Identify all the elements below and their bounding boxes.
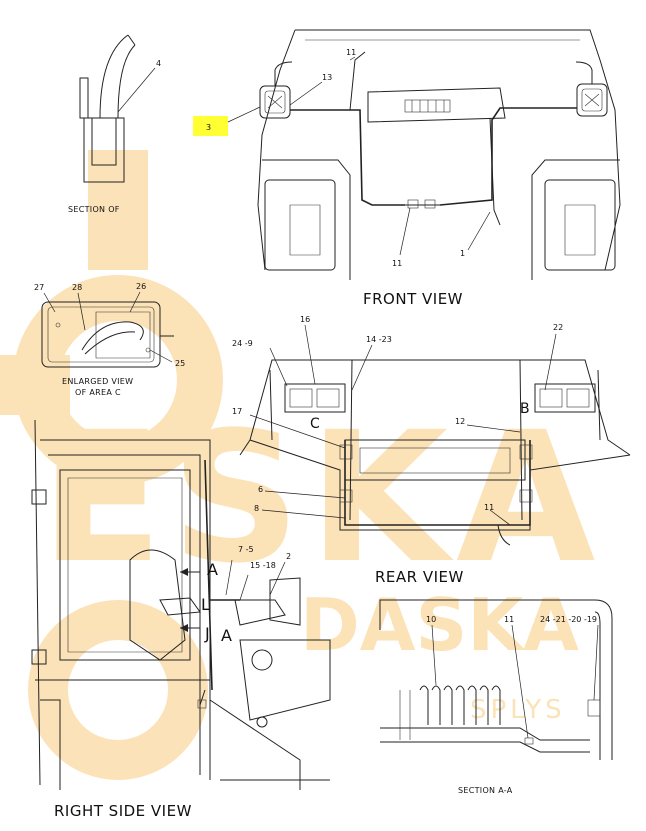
callout-24-9: 24 -9 — [232, 339, 253, 348]
letter-c: C — [310, 416, 320, 432]
section-of-view: 4 SECTION OF — [68, 34, 161, 214]
connector-row — [419, 685, 501, 725]
callout-6: 6 — [258, 485, 263, 494]
callout-26: 26 — [136, 282, 146, 291]
callout-12: 12 — [455, 417, 465, 426]
section-aa-caption: SECTION A-A — [458, 786, 513, 795]
letter-a-top: A — [207, 560, 218, 579]
callout-25: 25 — [175, 359, 185, 368]
front-view: 11 13 11 1 FRONT VIEW — [257, 29, 621, 308]
right-side-view-caption: RIGHT SIDE VIEW — [54, 802, 192, 820]
callout-8: 8 — [254, 504, 259, 513]
callout-17: 17 — [232, 407, 242, 416]
rear-view-caption: REAR VIEW — [375, 568, 464, 586]
callout-14-23: 14 -23 — [366, 335, 392, 344]
highlighted-callout-3: 3 — [193, 106, 261, 136]
watermark-subtext: SPLYS — [470, 695, 566, 725]
callout-28: 28 — [72, 283, 82, 292]
callout-11-rear: 11 — [484, 503, 494, 512]
callout-13: 13 — [322, 73, 332, 82]
watermark-logo: ESKA DASKA SPLYS — [0, 150, 603, 780]
callout-7-5: 7 -5 — [238, 545, 254, 554]
letter-l: L — [201, 595, 210, 614]
callout-2: 2 — [286, 552, 291, 561]
right-side-view: A L J A 7 -5 15 -18 2 RIGHT SIDE VIEW — [31, 419, 331, 820]
section-of-caption: SECTION OF — [68, 205, 120, 214]
front-view-caption: FRONT VIEW — [363, 290, 463, 308]
enlarged-caption-line2: OF AREA C — [75, 388, 121, 397]
callout-11-front: 11 — [392, 259, 402, 268]
letter-a-bot: A — [221, 626, 232, 645]
callout-1: 1 — [460, 249, 465, 258]
callout-4: 4 — [156, 59, 161, 68]
watermark-text: DASKA — [300, 583, 579, 667]
callout-27: 27 — [34, 283, 44, 292]
enlarged-view-area-c: 27 28 26 25 ENLARGED VIEW OF AREA C — [34, 282, 185, 397]
watermark-big-letters: ESKA — [40, 394, 603, 603]
callout-24-21-20-19: 24 -21 -20 -19 — [540, 615, 597, 624]
callout-10: 10 — [426, 615, 436, 624]
rear-view: 16 24 -9 14 -23 22 17 12 6 8 11 C B REAR… — [232, 315, 631, 586]
callout-16: 16 — [300, 315, 310, 324]
callout-11-top: 11 — [346, 48, 356, 57]
callout-22: 22 — [553, 323, 563, 332]
enlarged-caption-line1: ENLARGED VIEW — [62, 377, 133, 386]
letter-j: J — [204, 624, 210, 643]
section-a-a-view: 10 11 24 -21 -20 -19 SECTION A-A — [379, 599, 613, 795]
callout-3: 3 — [206, 123, 211, 132]
letter-b: B — [520, 401, 530, 417]
callout-15-18: 15 -18 — [250, 561, 276, 570]
callout-11-section: 11 — [504, 615, 514, 624]
